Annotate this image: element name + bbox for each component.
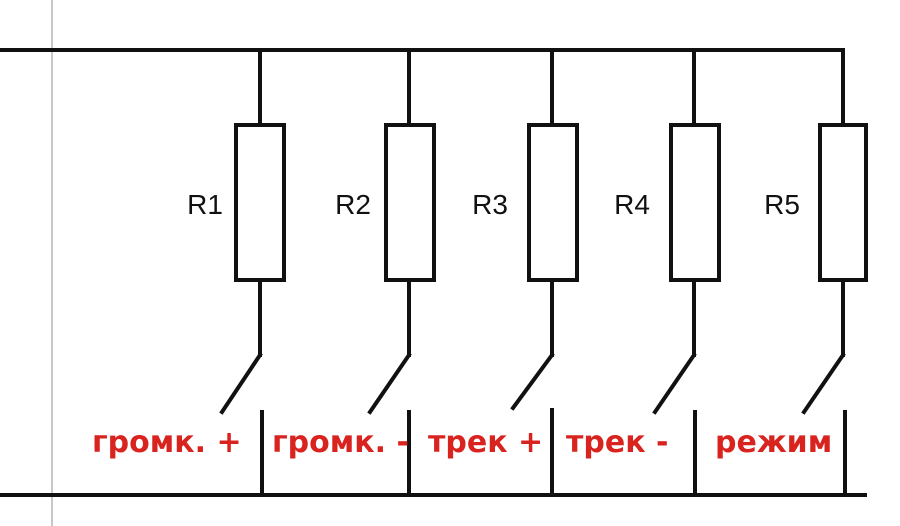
button-label-mode: режим: [715, 425, 832, 460]
resistor-r5: [818, 123, 868, 282]
resistor-r2: [384, 123, 436, 282]
button-label-volume-up: громк. +: [92, 425, 242, 460]
button-label-track-next: трек +: [428, 425, 543, 460]
branch-5: R5: [764, 123, 868, 497]
switch-3: [510, 352, 555, 411]
switch-4: [652, 352, 697, 415]
branch-4: R4: [614, 48, 721, 497]
top-bus-wire: [0, 48, 845, 127]
resistor-label-r1: R1: [187, 189, 223, 220]
resistor-r3: [527, 123, 579, 282]
branch-3: R3: [472, 48, 579, 497]
button-label-track-prev: трек -: [566, 425, 668, 460]
branch-1: R1: [187, 48, 286, 497]
resistor-r4: [669, 123, 721, 282]
resistor-label-r5: R5: [764, 189, 800, 220]
resistor-label-r2: R2: [335, 189, 371, 220]
button-label-volume-down: громк. -: [272, 425, 409, 460]
switch-2: [367, 352, 412, 415]
branch-2: R2: [335, 48, 436, 497]
resistor-label-r3: R3: [472, 189, 508, 220]
resistor-label-r4: R4: [614, 189, 650, 220]
switch-1: [219, 352, 263, 415]
resistor-r1: [234, 123, 286, 282]
switch-5: [801, 352, 846, 415]
